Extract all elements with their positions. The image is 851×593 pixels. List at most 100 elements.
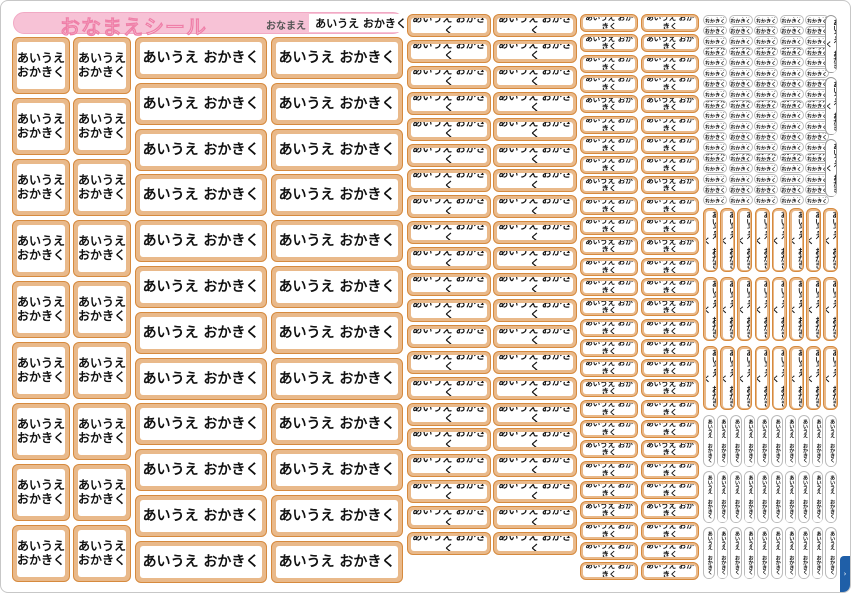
label-text: あいうえ おかきく: [646, 220, 694, 232]
label-text: あいうえ おかきく: [825, 349, 836, 407]
name-label-sticker: あいうえ おかきく: [271, 540, 403, 583]
label-text: あいうえ おかきく: [142, 187, 260, 204]
label-text: あいうえ おかきく: [412, 121, 486, 137]
label-text: あいうえ おかきく: [412, 432, 486, 448]
label-text: あいうえ おかきく: [808, 211, 819, 269]
name-label-sticker: あいうえ おかきく: [580, 54, 638, 73]
label-text: あいうえ おかきく: [730, 38, 751, 45]
name-label-sticker: あいうえ おかきく: [789, 346, 804, 410]
name-label-sticker: あいうえ おかきく: [641, 257, 699, 276]
label-text: あいうえ: [17, 111, 65, 126]
label-text: あいうえ おかきく: [801, 475, 808, 519]
label-text: あいうえ おかきく: [730, 197, 751, 204]
label-text: あいうえ おかきく: [498, 251, 572, 267]
name-label-sticker: あいうえ おかきく: [703, 152, 727, 163]
name-label-sticker: あいうえ おかきく: [703, 15, 727, 25]
label-text: あいうえ おかきく: [781, 165, 802, 172]
label-text: おかきく: [78, 64, 126, 79]
name-label-sticker: あいうえ おかきく: [493, 65, 577, 89]
label-text: あいうえ おかきく: [706, 419, 713, 463]
corner-tab[interactable]: ›: [840, 556, 850, 592]
name-label-sticker: あいうえ おかきく: [779, 174, 804, 184]
label-text: あいうえ おかきく: [730, 154, 751, 161]
name-label-sticker: あいうえ おかきく: [641, 440, 699, 459]
name-label-sticker: あいうえ おかきく: [135, 220, 267, 263]
label-text: あいうえ おかきく: [815, 531, 822, 575]
label-text: あいうえ おかきく: [806, 165, 828, 172]
label-text: おかきく: [17, 247, 65, 262]
label-text: あいうえ おかきく: [412, 354, 486, 370]
label-text: あいうえ おかきく: [730, 165, 751, 172]
name-label-sticker: あいうえおかきく: [12, 403, 70, 460]
name-label-sticker: あいうえ おかきく: [580, 115, 638, 134]
label-text: あいうえ おかきく: [722, 280, 733, 338]
name-label-sticker: あいうえ おかきく: [728, 174, 753, 184]
name-label-sticker: あいうえ おかきく: [641, 338, 699, 357]
name-label-sticker: あいうえ おかきく: [271, 174, 403, 217]
name-label-sticker: あいうえ おかきく: [811, 527, 824, 579]
label-text: あいうえ おかきく: [142, 49, 260, 66]
name-label-sticker: あいうえ おかきく: [641, 237, 699, 256]
name-input-display[interactable]: あいうえ おかきく: [309, 14, 413, 32]
name-label-sticker: あいうえ おかきく: [779, 68, 804, 78]
label-text: あいうえ: [78, 355, 126, 370]
name-label-sticker: あいうえ おかきく: [784, 471, 797, 523]
label-text: おかきく: [17, 186, 65, 201]
name-label-sticker: あいうえ おかきく: [580, 338, 638, 357]
label-text: あいうえ おかきく: [585, 17, 633, 29]
label-text: あいうえ おかきく: [585, 504, 633, 517]
label-text: あいうえ おかきく: [730, 70, 751, 77]
label-text: あいうえ おかきく: [412, 302, 486, 318]
name-label-sticker: あいうえ おかきく: [703, 208, 718, 272]
name-label-sticker: あいうえ おかきく: [728, 15, 753, 25]
label-text: あいうえ おかきく: [755, 154, 777, 161]
label-text: あいうえ おかきく: [781, 133, 802, 140]
name-label-sticker: あいうえおかきく: [12, 525, 70, 582]
label-text: あいうえ おかきく: [806, 91, 828, 98]
name-label-sticker: あいうえ おかきく: [407, 532, 491, 555]
name-label-sticker: あいうえ おかきく: [703, 46, 727, 57]
name-label-sticker: あいうえ おかきく: [407, 350, 491, 374]
name-label-sticker: あいうえ おかきく: [730, 415, 742, 467]
name-label-sticker: あいうえ おかきく: [754, 208, 770, 272]
label-text: あいうえ おかきく: [142, 370, 260, 387]
label-text: あいうえ おかきく: [722, 211, 733, 269]
name-label-sticker: あいうえ おかきく: [407, 273, 491, 296]
name-label-sticker: あいうえ おかきく: [728, 152, 753, 163]
name-label-sticker: あいうえ おかきく: [580, 135, 638, 154]
name-label-sticker: あいうえ おかきく: [641, 135, 699, 154]
label-text: あいうえ おかきく: [808, 349, 819, 407]
name-label-sticker: あいうえ おかきく: [407, 91, 491, 115]
label-text: あいうえ: [17, 50, 65, 65]
name-label-sticker: あいうえ おかきく: [641, 501, 699, 520]
name-label-sticker: あいうえ おかきく: [135, 495, 267, 537]
label-text: あいうえ おかきく: [646, 341, 694, 354]
label-text: あいうえ おかきく: [585, 483, 633, 496]
label-text: あいうえ おかきく: [781, 144, 802, 151]
name-label-sticker: あいうえ おかきく: [641, 480, 699, 499]
label-text: あいうえ おかきく: [730, 17, 751, 24]
name-label-sticker: あいうえ おかきく: [580, 298, 638, 317]
name-label-sticker: あいうえ おかきく: [703, 68, 727, 78]
label-text: あいうえ おかきく: [646, 280, 694, 293]
name-label-sticker: あいうえ おかきく: [641, 359, 699, 378]
name-label-sticker: あいうえおかきく: [12, 37, 70, 94]
label-text: あいうえ: [78, 538, 126, 553]
name-label-sticker: あいうえ おかきく: [754, 99, 778, 110]
name-label-sticker: あいうえ おかきく: [493, 428, 577, 452]
label-text: あいうえ おかきく: [755, 197, 777, 204]
label-text: あいうえ おかきく: [412, 536, 486, 551]
label-text: あいうえ おかきく: [705, 349, 716, 407]
name-label-sticker: あいうえ おかきく: [754, 152, 778, 163]
name-label-sticker: あいうえおかきく: [73, 281, 131, 338]
name-label-sticker: あいうえ おかきく: [580, 74, 638, 93]
label-text: あいうえ おかきく: [757, 349, 768, 407]
label-text: あいうえ おかきく: [733, 475, 740, 519]
name-label-sticker: あいうえ おかきく: [779, 152, 804, 163]
name-label-sticker: あいうえ おかきく: [493, 402, 577, 426]
label-text: あいうえ おかきく: [412, 18, 486, 33]
name-label-sticker: あいうえ おかきく: [580, 460, 638, 479]
label-text: あいうえ: [78, 233, 126, 248]
name-label-sticker: あいうえ おかきく: [823, 277, 839, 341]
label-text: あいうえ おかきく: [704, 27, 726, 34]
